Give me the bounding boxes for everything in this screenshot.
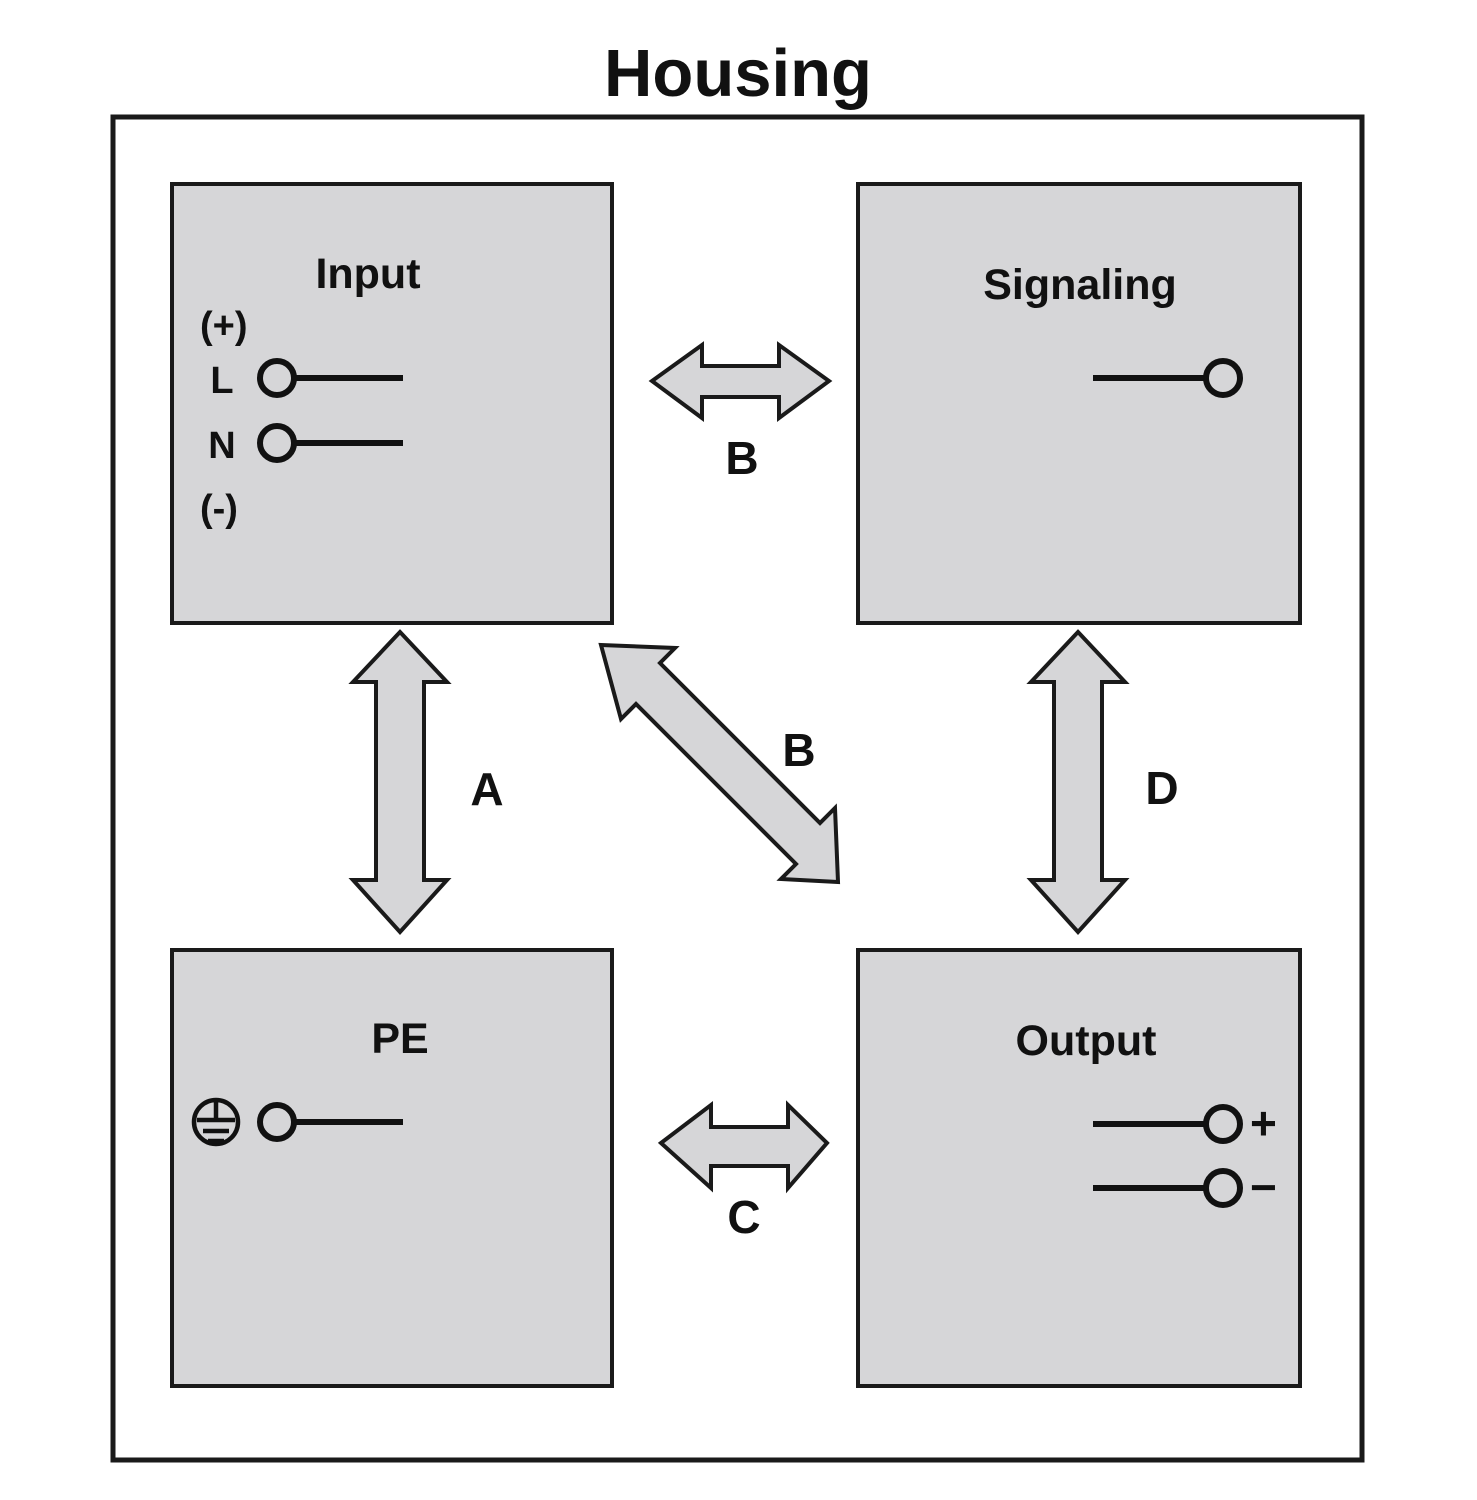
- input-polarity-positive: (+): [200, 305, 248, 347]
- arrow-b-diagonal: B: [598, 642, 841, 885]
- arrow-a-label: A: [470, 763, 503, 815]
- arrow-b-diagonal-shape: [598, 642, 841, 885]
- arrow-b-horizontal: B: [648, 341, 833, 484]
- housing-border: [110, 114, 1365, 1463]
- arrow-b-diagonal-label: B: [782, 724, 815, 776]
- arrow-d-label: D: [1145, 762, 1178, 814]
- output-terminal-circle-negative: [1203, 1168, 1243, 1208]
- block-pe-label: PE: [371, 1015, 428, 1063]
- output-terminal-label-positive: +: [1250, 1097, 1277, 1149]
- arrow-a-shape: [348, 629, 452, 935]
- block-signaling-rect: [856, 182, 1302, 625]
- input-terminal-label-n: N: [208, 425, 235, 467]
- arrow-c-label: C: [727, 1191, 760, 1243]
- output-terminal-circle-positive: [1203, 1104, 1243, 1144]
- signaling-terminal-circle: [1203, 358, 1243, 398]
- arrow-a: A: [348, 629, 504, 935]
- block-output-label: Output: [1016, 1017, 1157, 1065]
- block-pe-rect: [170, 948, 614, 1388]
- block-input: Input (+) L N (-): [170, 182, 614, 625]
- block-output: Output + −: [856, 948, 1302, 1388]
- output-terminal-label-negative: −: [1250, 1161, 1277, 1213]
- block-pe: PE: [170, 948, 614, 1388]
- arrow-b-horizontal-label: B: [725, 432, 758, 484]
- block-input-rect: [170, 182, 614, 625]
- block-signaling: Signaling: [856, 182, 1302, 625]
- arrow-b-horizontal-shape: [648, 341, 833, 422]
- arrow-c-shape: [657, 1100, 830, 1194]
- page-title: Housing: [604, 36, 872, 111]
- input-terminal-label-l: L: [210, 360, 233, 402]
- protective-earth-ground-icon: [191, 1097, 241, 1147]
- block-input-label: Input: [315, 250, 420, 298]
- block-output-rect: [856, 948, 1302, 1388]
- arrow-c: C: [657, 1100, 830, 1243]
- input-polarity-negative: (-): [200, 488, 238, 530]
- arrow-d: D: [1026, 629, 1179, 935]
- block-signaling-label: Signaling: [983, 261, 1177, 309]
- arrow-d-shape: [1026, 629, 1130, 935]
